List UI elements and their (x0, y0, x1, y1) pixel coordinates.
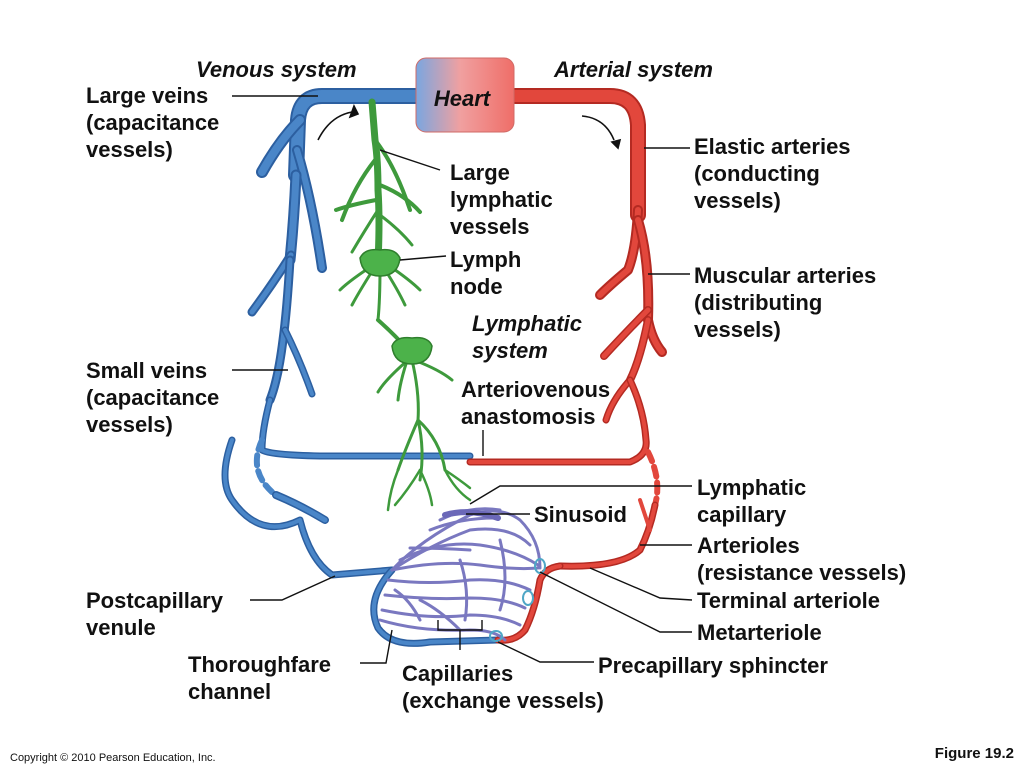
svg-text:(distributing: (distributing (694, 290, 822, 315)
sinusoid-label: Sinusoid (534, 502, 627, 527)
figure-number: Figure 19.2 (935, 745, 1014, 762)
venous-system-label: Venous system (196, 57, 357, 82)
svg-text:Lymphatic: Lymphatic (472, 311, 582, 336)
svg-text:(capacitance: (capacitance (86, 385, 219, 410)
heart: Heart (415, 57, 515, 133)
svg-text:(resistance vessels): (resistance vessels) (697, 560, 906, 585)
svg-text:(conducting: (conducting (694, 161, 820, 186)
svg-text:vessels): vessels) (86, 412, 173, 437)
lymphatic-system-label: Lymphatic system (472, 311, 582, 363)
capillaries-label: Capillaries (exchange vessels) (402, 661, 604, 713)
thoroughfare-channel-label: Thoroughfare channel (188, 652, 331, 704)
venous-system-vessels (221, 88, 502, 647)
arterial-system-vessels (466, 88, 667, 644)
svg-text:vessels: vessels (450, 214, 530, 239)
flow-arrows (317, 103, 622, 150)
svg-text:Lymphatic: Lymphatic (697, 475, 806, 500)
large-lymphatic-vessel (368, 98, 383, 266)
capillary-bed (378, 507, 546, 642)
svg-text:Thoroughfare: Thoroughfare (188, 652, 331, 677)
svg-text:channel: channel (188, 679, 271, 704)
svg-text:Elastic arteries: Elastic arteries (694, 134, 851, 159)
lymph-node-lower (391, 336, 433, 365)
large-lymphatic-vessels-label: Large lymphatic vessels (450, 160, 553, 239)
svg-text:(exchange vessels): (exchange vessels) (402, 688, 604, 713)
lymphatic-capillary-label: Lymphatic capillary (697, 475, 806, 527)
svg-text:Arteriovenous: Arteriovenous (461, 377, 610, 402)
venous-flow-arrow (317, 111, 353, 141)
copyright-text: Copyright © 2010 Pearson Education, Inc. (10, 752, 216, 764)
arterial-system-label: Arterial system (553, 57, 713, 82)
sinusoid (442, 509, 501, 521)
svg-text:Lymph: Lymph (450, 247, 521, 272)
large-vein (288, 88, 426, 183)
lymph-node-label: Lymph node (450, 247, 521, 299)
arteriovenous-anastomosis-label: Arteriovenous anastomosis (461, 377, 610, 429)
elastic-arteries-label: Elastic arteries (conducting vessels) (694, 134, 851, 213)
large-veins-label: Large veins (capacitance vessels) (86, 83, 219, 162)
metarteriole-label: Metarteriole (697, 620, 822, 645)
svg-text:vessels): vessels) (86, 137, 173, 162)
svg-text:Large veins: Large veins (86, 83, 208, 108)
arterioles-label: Arterioles (resistance vessels) (697, 533, 906, 585)
precapillary-sphincter-rings (489, 558, 546, 642)
svg-text:Muscular arteries: Muscular arteries (694, 263, 876, 288)
lymph-nodes (359, 248, 433, 365)
svg-text:Small veins: Small veins (86, 358, 207, 383)
svg-text:vessels): vessels) (694, 317, 781, 342)
lymph-node-upper (359, 248, 401, 277)
muscular-arteries-label: Muscular arteries (distributing vessels) (694, 263, 876, 342)
arterial-flow-arrow (581, 115, 615, 141)
svg-text:vessels): vessels) (694, 188, 781, 213)
svg-text:capillary: capillary (697, 502, 787, 527)
terminal-arteriole-label: Terminal arteriole (697, 588, 880, 613)
small-veins-label: Small veins (capacitance vessels) (86, 358, 219, 437)
postcapillary-venule-label: Postcapillary venule (86, 588, 224, 640)
svg-text:venule: venule (86, 615, 156, 640)
svg-text:node: node (450, 274, 503, 299)
leader-lines (232, 95, 693, 664)
svg-text:Capillaries: Capillaries (402, 661, 513, 686)
lymphatic-capillary (443, 468, 472, 502)
svg-text:anastomosis: anastomosis (461, 404, 596, 429)
labels: Venous system Arterial system Large vein… (10, 57, 1014, 764)
precapillary-sphincter-label: Precapillary sphincter (598, 653, 828, 678)
svg-text:Arterioles: Arterioles (697, 533, 800, 558)
svg-text:Postcapillary: Postcapillary (86, 588, 224, 613)
heart-label: Heart (434, 86, 492, 111)
svg-text:(capacitance: (capacitance (86, 110, 219, 135)
svg-text:lymphatic: lymphatic (450, 187, 553, 212)
svg-text:system: system (472, 338, 548, 363)
svg-text:Large: Large (450, 160, 510, 185)
